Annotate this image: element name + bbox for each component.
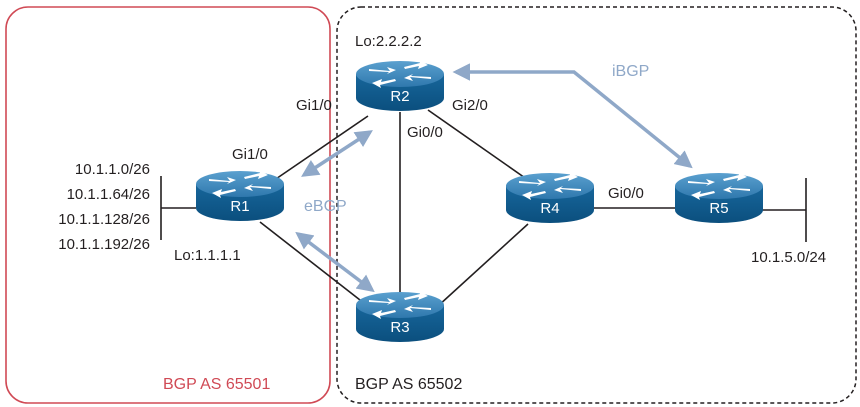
r4-gi0-0-label: Gi0/0 bbox=[608, 185, 644, 202]
router-r3-label: R3 bbox=[390, 319, 409, 336]
r2-gi0-0-label: Gi0/0 bbox=[407, 124, 443, 141]
as-65501-label: BGP AS 65501 bbox=[163, 376, 270, 393]
as-65502-boundary bbox=[336, 6, 857, 404]
as-65502-label: BGP AS 65502 bbox=[355, 376, 462, 393]
router-r2-label: R2 bbox=[390, 88, 409, 105]
router-r4-label: R4 bbox=[540, 200, 559, 217]
ibgp-session-r2-r5 bbox=[452, 63, 693, 169]
r2-loopback-label: Lo:2.2.2.2 bbox=[355, 33, 422, 50]
r1-prefix-2: 10.1.1.64/26 bbox=[67, 186, 150, 203]
link-r2-r4 bbox=[427, 109, 529, 181]
r1-prefix-1: 10.1.1.0/26 bbox=[75, 161, 150, 178]
router-r5-label: R5 bbox=[709, 200, 728, 217]
link-r1-r2 bbox=[269, 115, 369, 184]
router-r1: R1 bbox=[196, 170, 284, 221]
ibgp-label: iBGP bbox=[612, 63, 649, 80]
r1-prefix-4: 10.1.1.192/26 bbox=[58, 236, 150, 253]
r5-prefix: 10.1.5.0/24 bbox=[751, 249, 826, 266]
r1-gi1-0-label: Gi1/0 bbox=[232, 146, 268, 163]
r1-loopback-label: Lo:1.1.1.1 bbox=[174, 247, 241, 264]
router-r4: R4 bbox=[506, 172, 594, 223]
r2-gi2-0-label: Gi2/0 bbox=[452, 97, 488, 114]
link-r1-r3 bbox=[259, 221, 361, 301]
ebgp-session-r1-r2 bbox=[301, 130, 373, 177]
router-r3: R3 bbox=[356, 291, 444, 342]
r2-gi1-0-label: Gi1/0 bbox=[296, 97, 332, 114]
ebgp-label: eBGP bbox=[304, 198, 347, 215]
ebgp-session-r1-r3 bbox=[295, 231, 375, 293]
router-r1-label: R1 bbox=[230, 198, 249, 215]
router-r2: R2 bbox=[356, 60, 444, 111]
link-r3-r4 bbox=[437, 223, 529, 307]
as-65501-boundary bbox=[5, 6, 331, 404]
router-r5: R5 bbox=[675, 172, 763, 223]
r1-prefix-3: 10.1.1.128/26 bbox=[58, 211, 150, 228]
